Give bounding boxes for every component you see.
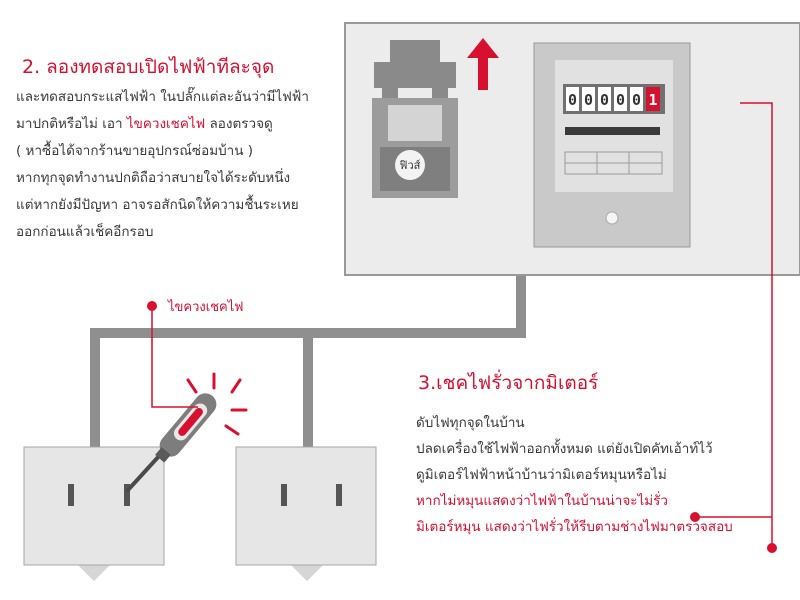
fuse-unit bbox=[372, 40, 458, 198]
section2-line-text: มาปกติหรือไม่ เอา bbox=[16, 116, 127, 132]
section2-line: มาปกติหรือไม่ เอา ไขควงเชคไฟ ลองตรวจดู bbox=[16, 111, 309, 138]
meter-digit: 1 bbox=[648, 91, 657, 109]
meter-digit: 0 bbox=[600, 91, 609, 109]
meter-digit: 0 bbox=[568, 91, 577, 109]
tester-callout bbox=[147, 301, 198, 408]
section3-line: ปลดเครื่องใช้ไฟฟ้าออกทั้งหมด แต่ยังเปิดค… bbox=[416, 441, 713, 457]
section3-title: 3.เชคไฟรั่วจากมิเตอร์ bbox=[418, 372, 599, 394]
section2-line-text: ลองตรวจดู bbox=[205, 116, 273, 132]
section2-line: หากทุกจุดทำงานปกติถือว่าสบายใจได้ระดับหน… bbox=[16, 170, 291, 186]
section2-line: แต่หากยังมีปัญหา อาจรอสักนิดให้ความชื้นร… bbox=[16, 197, 299, 213]
socket-hole bbox=[68, 484, 74, 506]
voltage-tester-icon bbox=[126, 393, 217, 492]
section2-title: 2. ลองทดสอบเปิดไฟฟ้าทีละจุด bbox=[22, 56, 275, 78]
section3-line: ดับไฟทุกจุดในบ้าน bbox=[416, 415, 525, 431]
fuse-label: ฟิวส์ bbox=[399, 159, 420, 172]
arrow-up-icon bbox=[467, 38, 499, 90]
meter-nameplate bbox=[564, 151, 663, 175]
section3-line: ดูมิเตอร์ไฟฟ้าหน้าบ้านว่ามิเตอร์หมุนหรือ… bbox=[416, 467, 667, 483]
socket-hole bbox=[124, 484, 130, 506]
tester-label: ไขควงเชคไฟ bbox=[168, 300, 244, 315]
section2-line: ออกก่อนแล้วเช็คอีกรอบ bbox=[16, 224, 154, 240]
meter-rotor-slot bbox=[565, 127, 660, 135]
meter-digit: 0 bbox=[584, 91, 593, 109]
socket-hole bbox=[281, 484, 287, 506]
fuse-icon bbox=[395, 150, 425, 180]
section2-line: ( หาซื้อได้จากร้านขายอุปกรณ์ซ่อมบ้าน ) bbox=[16, 143, 254, 159]
section3-body: ดับไฟทุกจุดในบ้าน ปลดเครื่องใช้ไฟฟ้าออกท… bbox=[416, 410, 733, 540]
section2-body: และทดสอบกระแสไฟฟ้า ในปลั๊กแต่ละอันว่ามีไ… bbox=[16, 84, 309, 246]
socket-left bbox=[23, 446, 165, 582]
section3-red-line: หากไม่หมุนแสดงว่าไฟฟ้าในบ้านน่าจะไม่รั่ว bbox=[416, 493, 669, 509]
meter-digit: 0 bbox=[632, 91, 641, 109]
spark-lines bbox=[186, 372, 248, 436]
socket-hole bbox=[336, 484, 342, 506]
section3-red-line: มิเตอร์หมุน แสดงว่าไฟรั่วให้รีบตามช่างไฟ… bbox=[416, 519, 733, 535]
electric-meter: 0 0 0 0 0 1 bbox=[533, 42, 691, 248]
wiring bbox=[90, 275, 526, 455]
meter-seal bbox=[605, 211, 619, 225]
socket-right bbox=[235, 446, 377, 582]
section2-line: และทดสอบกระแสไฟฟ้า ในปลั๊กแต่ละอันว่ามีไ… bbox=[16, 89, 309, 105]
section2-highlight: ไขควงเชคไฟ bbox=[126, 116, 206, 132]
meter-callout bbox=[690, 102, 777, 553]
meter-digits: 0 0 0 0 0 1 bbox=[566, 87, 660, 111]
meter-digit: 0 bbox=[616, 91, 625, 109]
